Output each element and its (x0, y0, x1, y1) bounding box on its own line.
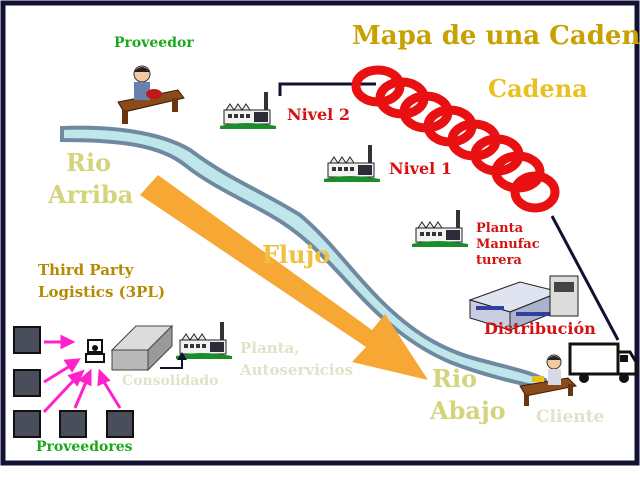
flow-arrow (140, 175, 428, 380)
manufacturing-label-line1: Planta (476, 221, 524, 236)
distribution-center-icon (468, 275, 579, 331)
flow-label: Flujo (262, 240, 331, 269)
diagram-title: Mapa de una Cadena (352, 21, 640, 51)
chain-connector-right (550, 215, 620, 341)
chain-connector-top (278, 82, 376, 96)
distribution-label: Distribución (484, 319, 596, 338)
tpl-computer-icon (85, 339, 105, 363)
suppliers-label: Proveedores (36, 439, 133, 455)
supplier-boxes (13, 326, 134, 438)
chain-label: Cadena (488, 74, 588, 103)
river-downstream-line2: Abajo (430, 396, 506, 425)
consolidation-label: Consolidado (122, 373, 219, 389)
river-upstream-line1: Rio (66, 148, 112, 177)
consolidation-box-icon (110, 324, 174, 372)
tpl-label-line2: Logistics (3PL) (38, 283, 166, 301)
customer-label: Cliente (536, 407, 605, 427)
delivery-truck-icon (568, 342, 638, 383)
level2-label: Nivel 2 (287, 105, 350, 124)
chain-icon (351, 65, 560, 213)
customer-person-icon (519, 354, 578, 406)
manufacturing-label-line2: Manufac (476, 237, 540, 252)
tpl-label-line1: Third Party (38, 261, 134, 279)
supplier-box (59, 410, 87, 438)
supplier-label: Proveedor (114, 35, 194, 51)
manufacturing-label-line3: turera (476, 253, 522, 268)
supplier-person-icon (117, 65, 185, 124)
river-upstream-line2: Arriba (48, 180, 134, 209)
supplier-box (13, 369, 41, 397)
supplier-box (13, 410, 41, 438)
supplier-arrows (42, 334, 122, 414)
level1-label: Nivel 1 (389, 159, 452, 178)
consolidation-arrowhead (177, 352, 187, 360)
retail-plant-line2: Autoservicios (240, 361, 354, 379)
supplier-box (106, 410, 134, 438)
retail-plant-line1: Planta, (240, 339, 300, 357)
river-downstream-line1: Rio (432, 364, 478, 393)
consolidation-connector (160, 358, 183, 369)
supplier-box (13, 326, 41, 354)
